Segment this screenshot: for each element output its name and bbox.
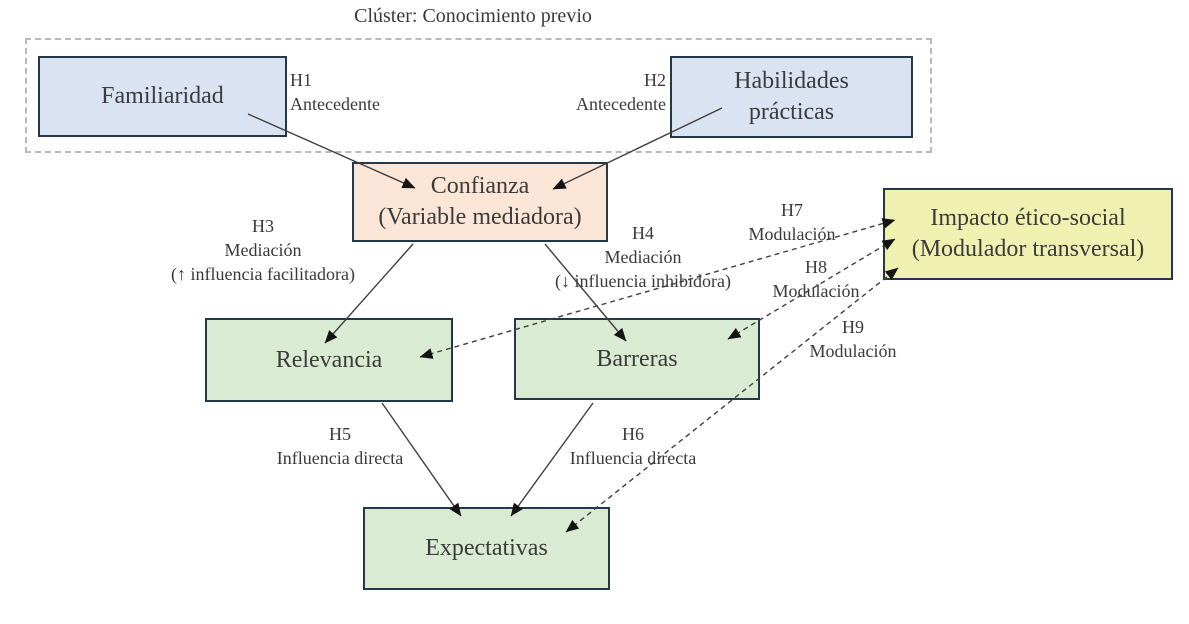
edge-h8-code: H8 [805,257,827,277]
edge-h3-label: H3 Mediación (↑ influencia facilitadora) [171,214,355,286]
edge-h9-code: H9 [842,317,864,337]
edge-h8-type: Modulación [772,281,860,301]
edge-h8-label: H8 Modulación [773,255,860,303]
edge-h9-label: H9 Modulación [810,315,897,363]
node-habilidades-practicas: Habilidades prácticas [670,56,913,138]
cluster-conocimiento-previo [25,38,932,153]
edge-h6-code: H6 [621,424,644,444]
edge-h3-note: (↑ influencia facilitadora) [171,264,355,284]
node-impacto-etico-social: Impacto ético-social (Modulador transver… [883,188,1173,280]
edge-h2-label: H2 Antecedente [576,68,666,116]
node-impacto-line1: Impacto ético-social [930,205,1126,231]
node-expectativas-label: Expectativas [425,535,548,561]
edge-h7-label: H7 Modulación [749,198,836,246]
edge-h4-label: H4 Mediación (↓ influencia inhibidora) [555,221,731,293]
edge-h7-type: Modulación [748,224,836,244]
node-relevancia: Relevancia [205,318,453,402]
node-impacto-line2: (Modulador transversal) [911,236,1145,262]
edge-h7-code: H7 [781,200,803,220]
edge-h6-label: H6 Influencia directa [570,422,696,470]
edge-h1-code: H1 [290,70,312,90]
edge-h5-label: H5 Influencia directa [277,422,403,470]
edge-h4-code: H4 [631,223,654,243]
node-expectativas: Expectativas [363,507,610,590]
edge-h4-type: Mediación [604,247,682,267]
edge-h3-code: H3 [252,216,274,236]
node-confianza-line2: (Variable mediadora) [378,204,582,230]
edge-h3-type: Mediación [224,240,302,260]
edge-h4-note: (↓ influencia inhibidora) [555,271,731,291]
node-habilidades-line1: Habilidades [734,68,849,94]
node-habilidades-line2: prácticas [748,99,835,125]
node-relevancia-label: Relevancia [275,346,383,373]
edge-h1-type: Antecedente [290,94,380,114]
node-confianza-line1: Confianza [430,173,530,199]
node-familiaridad-label: Familiaridad [101,83,224,109]
edge-h6-type: Influencia directa [569,448,697,468]
edge-h9-arrow [565,267,899,533]
node-barreras: Barreras [514,318,760,400]
node-familiaridad: Familiaridad [38,56,287,137]
node-barreras-label: Barreras [596,345,678,372]
edge-h5-type: Influencia directa [276,448,404,468]
cluster-title: Clúster: Conocimiento previo [354,5,592,27]
edge-h2-type: Antecedente [576,94,666,114]
edge-h1-label: H1 Antecedente [290,68,380,116]
edge-h9-type: Modulación [809,341,897,361]
edge-h5-code: H5 [328,424,351,444]
edge-h2-code: H2 [644,70,666,90]
